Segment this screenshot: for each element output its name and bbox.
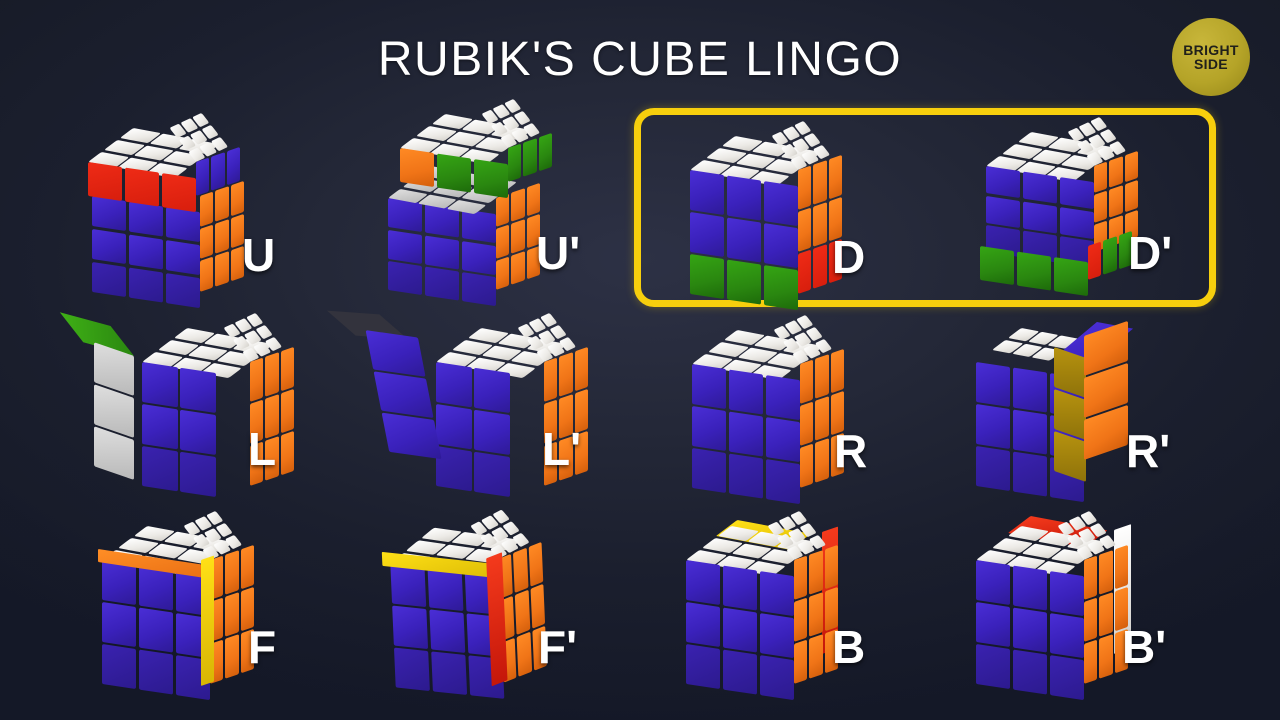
move-cell-b-prime[interactable]: B' (962, 510, 1192, 701)
move-cell-r-prime[interactable]: R' (962, 320, 1202, 503)
move-label-f-prime: F' (538, 621, 578, 673)
rotated-top-layer (74, 112, 240, 213)
move-label-r-prime: R' (1126, 425, 1171, 477)
move-cell-f-prime[interactable]: F' (378, 509, 608, 699)
lifted-top-layer (386, 98, 552, 199)
move-cell-l[interactable]: L (59, 312, 332, 498)
cube-illustration-r-prime (962, 320, 1152, 503)
move-label-d-prime: D' (1128, 227, 1173, 279)
move-cell-l-prime[interactable]: L' (326, 310, 626, 498)
brand-logo-line2: SIDE (1194, 56, 1228, 72)
cube-illustration-u (78, 112, 268, 309)
move-label-u: U (242, 229, 276, 281)
move-cell-u[interactable]: U (78, 112, 308, 309)
move-label-b-prime: B' (1122, 621, 1167, 673)
brand-logo-badge: BRIGHT SIDE (1172, 18, 1250, 96)
move-label-f: F (248, 621, 277, 673)
move-cell-r[interactable]: R (678, 314, 908, 505)
move-label-u-prime: U' (536, 227, 581, 279)
front-layer-right-strip (201, 555, 214, 686)
rotated-right-column (1054, 320, 1134, 482)
move-cell-d-prime[interactable]: D' (972, 116, 1202, 297)
rotated-left-column (59, 312, 158, 482)
rotated-bottom-layer (966, 230, 1136, 297)
brand-logo-line1: BRIGHT (1183, 41, 1239, 58)
move-cell-b[interactable]: B (672, 510, 902, 701)
move-label-l: L (248, 423, 277, 475)
move-label-l-prime: L' (542, 423, 582, 475)
move-cell-d[interactable]: D (676, 120, 906, 311)
page-title: RUBIK'S CUBE LINGO (377, 33, 903, 86)
move-label-r: R (834, 425, 868, 477)
move-cell-u-prime[interactable]: U' (374, 98, 614, 307)
move-label-d: D (832, 231, 866, 283)
highlight-box-d-moves (634, 108, 1216, 307)
move-label-b: B (832, 621, 866, 673)
move-cell-f[interactable]: F (88, 510, 318, 701)
